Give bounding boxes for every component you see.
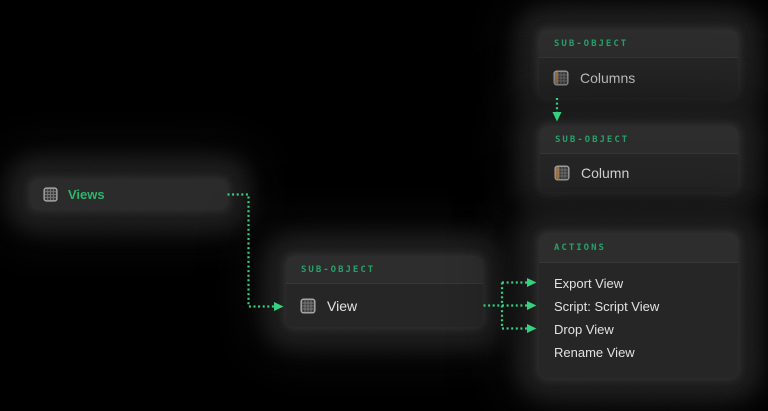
arrowhead-right-icon <box>527 324 537 333</box>
sub-object-label: SUB-OBJECT <box>554 38 629 49</box>
actions-list: Export View Script: Script View Drop Vie… <box>539 263 738 364</box>
columns-node: SUB-OBJECT Columns <box>539 30 738 98</box>
view-item[interactable]: View <box>286 284 483 327</box>
table-grid-icon <box>300 297 316 314</box>
actions-node: ACTIONS Export View Script: Script View … <box>539 233 738 378</box>
table-grid-icon <box>43 187 58 202</box>
action-item-script-view[interactable]: Script: Script View <box>554 299 660 314</box>
sub-object-label: SUB-OBJECT <box>301 264 376 275</box>
column-item[interactable]: Column <box>540 154 738 192</box>
column-node: SUB-OBJECT Column <box>540 126 738 192</box>
views-node-label: Views <box>68 187 105 202</box>
columns-node-header: SUB-OBJECT <box>539 30 738 58</box>
connector-columns-to-column <box>552 98 562 122</box>
arrowhead-down-icon <box>552 112 562 122</box>
table-column-icon <box>554 165 570 181</box>
view-item-label: View <box>327 297 358 314</box>
columns-item[interactable]: Columns <box>539 58 738 98</box>
arrowhead-right-icon <box>274 302 284 311</box>
view-node: SUB-OBJECT View <box>286 256 483 327</box>
views-node[interactable]: Views <box>31 180 227 209</box>
action-item-export-view[interactable]: Export View <box>554 276 624 291</box>
table-column-icon <box>553 70 569 86</box>
actions-label: ACTIONS <box>554 242 606 253</box>
columns-item-label: Columns <box>580 70 636 86</box>
view-node-header: SUB-OBJECT <box>286 256 483 284</box>
connector-views-to-view <box>227 193 284 311</box>
connector-view-to-actions <box>483 278 537 333</box>
sub-object-label: SUB-OBJECT <box>555 134 630 145</box>
actions-node-header: ACTIONS <box>539 233 738 263</box>
arrowhead-right-icon <box>527 278 537 287</box>
action-item-rename-view[interactable]: Rename View <box>554 345 635 360</box>
arrowhead-right-icon <box>527 301 537 310</box>
action-item-drop-view[interactable]: Drop View <box>554 322 614 337</box>
column-item-label: Column <box>581 165 630 181</box>
column-node-header: SUB-OBJECT <box>540 126 738 154</box>
